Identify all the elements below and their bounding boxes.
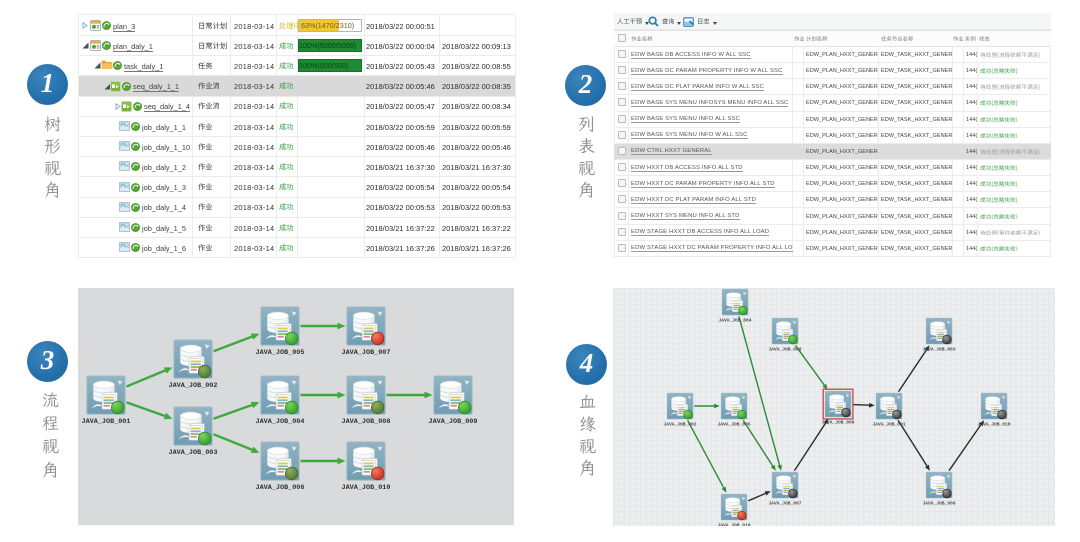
svg-text:JAVA_JOB_009: JAVA_JOB_009	[821, 419, 854, 425]
svg-text:JAVA_JOB_004: JAVA_JOB_004	[718, 317, 751, 323]
svg-text:JAVA_JOB_007: JAVA_JOB_007	[768, 500, 801, 506]
svg-text:JAVA_JOB_006: JAVA_JOB_006	[922, 500, 955, 506]
svg-text:JAVA_JOB_003: JAVA_JOB_003	[169, 449, 218, 457]
svg-text:JAVA_JOB_010: JAVA_JOB_010	[717, 522, 750, 526]
svg-text:JAVA_JOB_009: JAVA_JOB_009	[429, 418, 478, 426]
svg-text:JAVA_JOB_005: JAVA_JOB_005	[256, 349, 305, 357]
svg-text:JAVA_JOB_008: JAVA_JOB_008	[768, 346, 801, 352]
svg-text:JAVA_JOB_010: JAVA_JOB_010	[342, 484, 391, 492]
svg-text:JAVA_JOB_004: JAVA_JOB_004	[256, 418, 305, 426]
svg-text:JAVA_JOB_007: JAVA_JOB_007	[342, 349, 391, 357]
svg-text:JAVA_JOB_002: JAVA_JOB_002	[663, 421, 696, 427]
svg-text:JAVA_JOB_001: JAVA_JOB_001	[872, 421, 905, 427]
svg-text:JAVA_JOB_003: JAVA_JOB_003	[922, 346, 955, 352]
svg-text:JAVA_JOB_001: JAVA_JOB_001	[82, 418, 131, 426]
svg-text:JAVA_JOB_006: JAVA_JOB_006	[256, 484, 305, 492]
svg-text:JAVA_JOB_005: JAVA_JOB_005	[717, 421, 750, 427]
svg-text:JAVA_JOB_008: JAVA_JOB_008	[342, 418, 391, 426]
svg-text:JAVA_JOB_010: JAVA_JOB_010	[977, 421, 1010, 427]
svg-text:JAVA_JOB_002: JAVA_JOB_002	[169, 382, 218, 390]
